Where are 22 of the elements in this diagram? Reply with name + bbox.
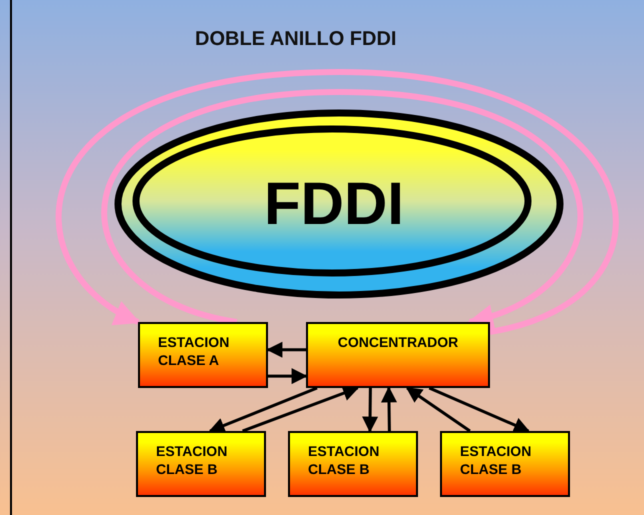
box-label: CONCENTRADOR: [338, 333, 458, 351]
title: DOBLE ANILLO FDDI: [195, 27, 396, 52]
arrow: [208, 386, 318, 434]
box-label: ESTACION CLASE B: [460, 442, 532, 478]
arrow: [242, 386, 360, 432]
box-label: ESTACION CLASE A: [158, 333, 230, 369]
station-box: [440, 431, 570, 497]
ring-arrow: [56, 69, 619, 335]
ring-arrow: [102, 89, 583, 328]
box-label: ESTACION CLASE B: [156, 442, 228, 478]
station-box: [288, 431, 418, 497]
ellipse-label: FDDI: [264, 174, 404, 234]
box-label: ESTACION CLASE B: [308, 442, 380, 478]
arrow: [381, 386, 397, 432]
arrow: [428, 386, 530, 433]
station-box: [306, 322, 490, 388]
arrow: [362, 388, 378, 433]
arrow: [266, 342, 306, 358]
station-box: [138, 322, 268, 388]
arrow: [406, 386, 471, 432]
station-box: [136, 431, 266, 497]
arrow: [268, 368, 308, 384]
